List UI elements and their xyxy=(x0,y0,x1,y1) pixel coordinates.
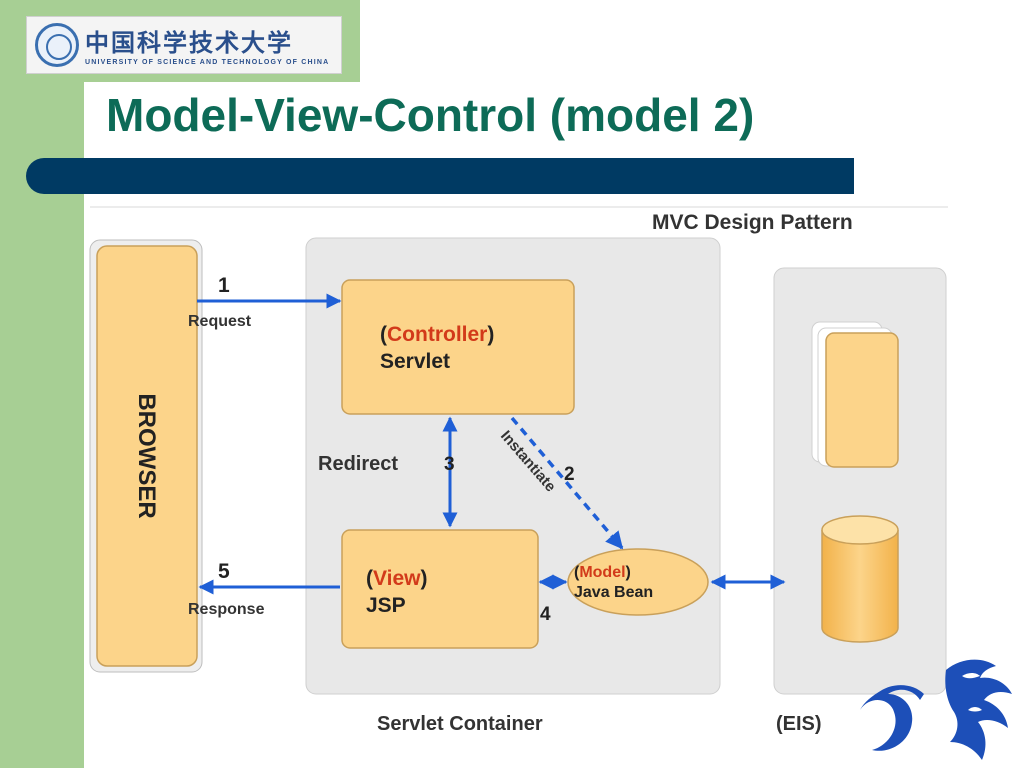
model-tech: Java Bean xyxy=(574,584,653,601)
servlet-container-label: Servlet Container xyxy=(377,713,543,735)
controller-open-paren: ( xyxy=(380,323,387,346)
browser-label: BROWSER xyxy=(133,393,160,518)
browser-box xyxy=(96,245,198,667)
logo-english-name: UNIVERSITY OF SCIENCE AND TECHNOLOGY OF … xyxy=(85,59,330,66)
side-band xyxy=(0,0,84,768)
controller-tech: Servlet xyxy=(380,350,450,373)
view-label: (View) xyxy=(366,567,427,590)
view-box xyxy=(341,529,539,649)
diagram-caption: MVC Design Pattern xyxy=(652,211,853,234)
step-4-number: 4 xyxy=(540,604,551,625)
eis-database-top xyxy=(821,515,899,545)
step-2-number: 2 xyxy=(564,464,575,485)
redirect-label: Redirect xyxy=(318,453,398,475)
step-5-number: 5 xyxy=(218,560,230,583)
model-close-paren: ) xyxy=(626,564,631,581)
eis-database-cylinder xyxy=(821,530,899,643)
step-1-number: 1 xyxy=(218,274,230,297)
view-role: View xyxy=(373,567,421,590)
eis-label: (EIS) xyxy=(776,713,822,735)
eis-document-front xyxy=(825,332,899,468)
controller-close-paren: ) xyxy=(487,323,494,346)
step-3-number: 3 xyxy=(444,454,455,475)
dragon-emblem-icon xyxy=(860,659,1012,760)
university-logo: 中国科学技术大学 UNIVERSITY OF SCIENCE AND TECHN… xyxy=(26,16,342,74)
instantiate-arrow xyxy=(510,416,624,550)
model-label: (Model) xyxy=(574,564,631,581)
response-label: Response xyxy=(188,601,265,618)
controller-box xyxy=(341,279,575,415)
view-tech: JSP xyxy=(366,594,406,617)
slide-title: Model-View-Control (model 2) xyxy=(106,89,755,141)
controller-label: (Controller) xyxy=(380,323,494,346)
controller-role: Controller xyxy=(387,323,487,346)
logo-chinese-name: 中国科学技术大学 xyxy=(85,28,293,57)
model-ellipse xyxy=(567,548,709,616)
view-open-paren: ( xyxy=(366,567,373,590)
title-underline-bar xyxy=(26,158,854,194)
model-role: Model xyxy=(579,564,625,581)
model-open-paren: ( xyxy=(574,564,580,581)
request-label: Request xyxy=(188,313,252,330)
university-seal-icon xyxy=(35,23,79,67)
view-close-paren: ) xyxy=(420,567,427,590)
